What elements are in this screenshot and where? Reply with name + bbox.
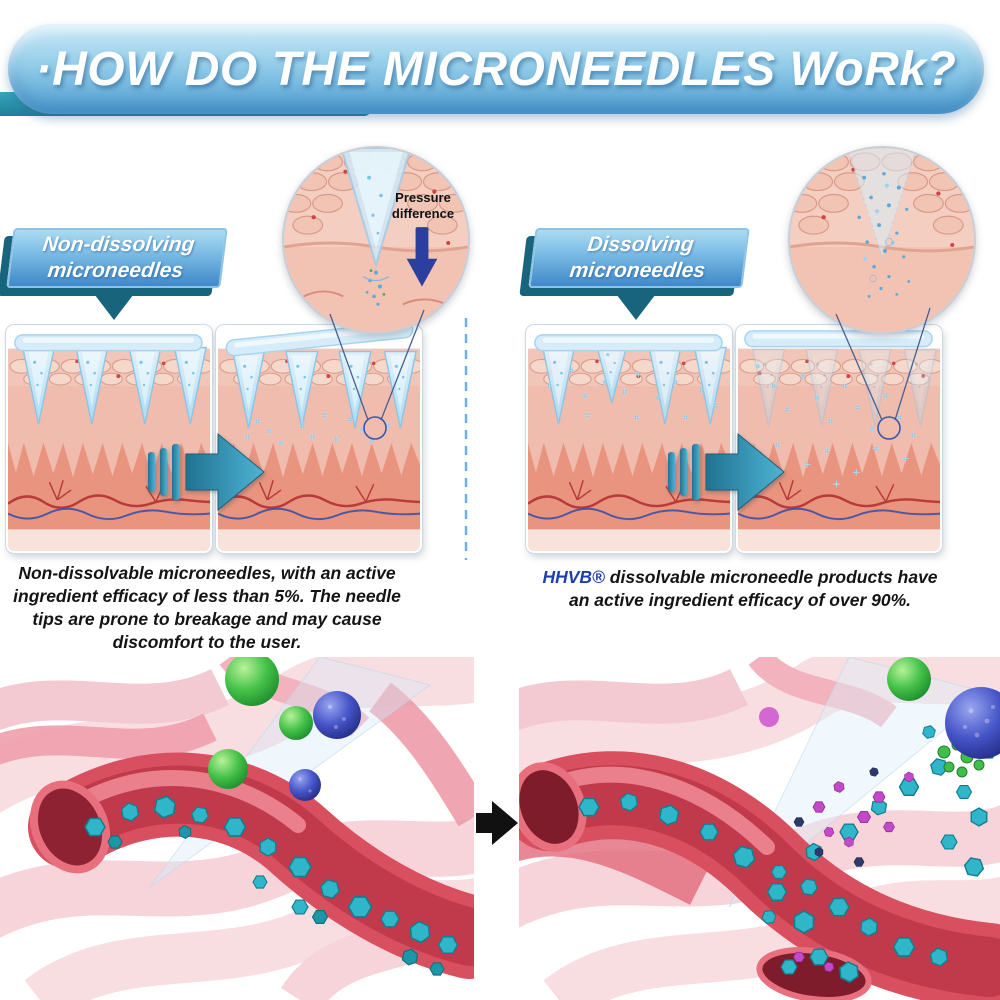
skin-panel-dissolving-applied [526, 325, 732, 553]
label-pointer-right [610, 286, 662, 320]
caption-non-dissolving: Non-dissolvable microneedles, with an ac… [13, 563, 401, 653]
drug-particles [365, 269, 386, 306]
brand-name: HHVB® [542, 567, 605, 587]
caption-text: dissolvable microneedle products have an… [568, 567, 938, 611]
caption-dissolving: HHVB® dissolvable microneedle products h… [530, 566, 950, 612]
vessel-scene [519, 657, 1000, 1000]
dissolve-cloud [857, 171, 911, 298]
pressure-difference-annotation: Pressure difference [380, 190, 466, 221]
pressure-down-arrow-icon [406, 227, 438, 287]
green-sphere [225, 657, 279, 706]
label-pointer-left [88, 286, 140, 320]
green-sphere [279, 706, 313, 740]
magnified-needle-icon [340, 148, 412, 269]
blue-sphere [945, 687, 1000, 759]
inset-illustration [284, 148, 468, 332]
skin-panel-nondissolving-applied [6, 325, 212, 553]
page-title: ·HOW DO THE MICRONEEDLES WoRk? [35, 42, 957, 96]
magenta-sphere [759, 707, 779, 727]
vessel-scene [0, 657, 474, 1000]
label-non-dissolving: Non-dissolving microneedles [6, 228, 228, 288]
vessel-illustration-before [0, 657, 474, 1000]
dissolving-needle-icon [846, 148, 918, 260]
inset-illustration [790, 148, 974, 332]
patch-strip-icon [744, 330, 933, 348]
patch-strip-icon [534, 334, 723, 352]
zoom-inset-pressure: Pressure difference [282, 146, 470, 334]
green-sphere [208, 749, 248, 789]
transition-arrow-icon [668, 432, 785, 512]
green-sphere [887, 657, 931, 701]
header-banner: ·HOW DO THE MICRONEEDLES WoRk? [8, 24, 984, 114]
patch-strip-icon [14, 334, 203, 352]
label-line-2: microneedles [46, 259, 185, 282]
transition-arrow-icon [148, 432, 265, 512]
annotation-line-1: Pressure [395, 190, 451, 205]
label-line-1: Dissolving [586, 233, 696, 257]
label-dissolving: Dissolving microneedles [528, 228, 750, 288]
label-line-1: Non-dissolving [41, 233, 196, 257]
label-line-2: microneedles [568, 259, 707, 282]
main-vessel [28, 752, 474, 979]
zoom-inset-dissolving [788, 146, 976, 334]
blue-sphere [289, 769, 321, 801]
blue-sphere [313, 691, 361, 739]
vessel-illustration-after [519, 657, 1000, 1000]
before-after-arrow-icon [476, 801, 518, 845]
annotation-line-2: difference [391, 205, 455, 221]
